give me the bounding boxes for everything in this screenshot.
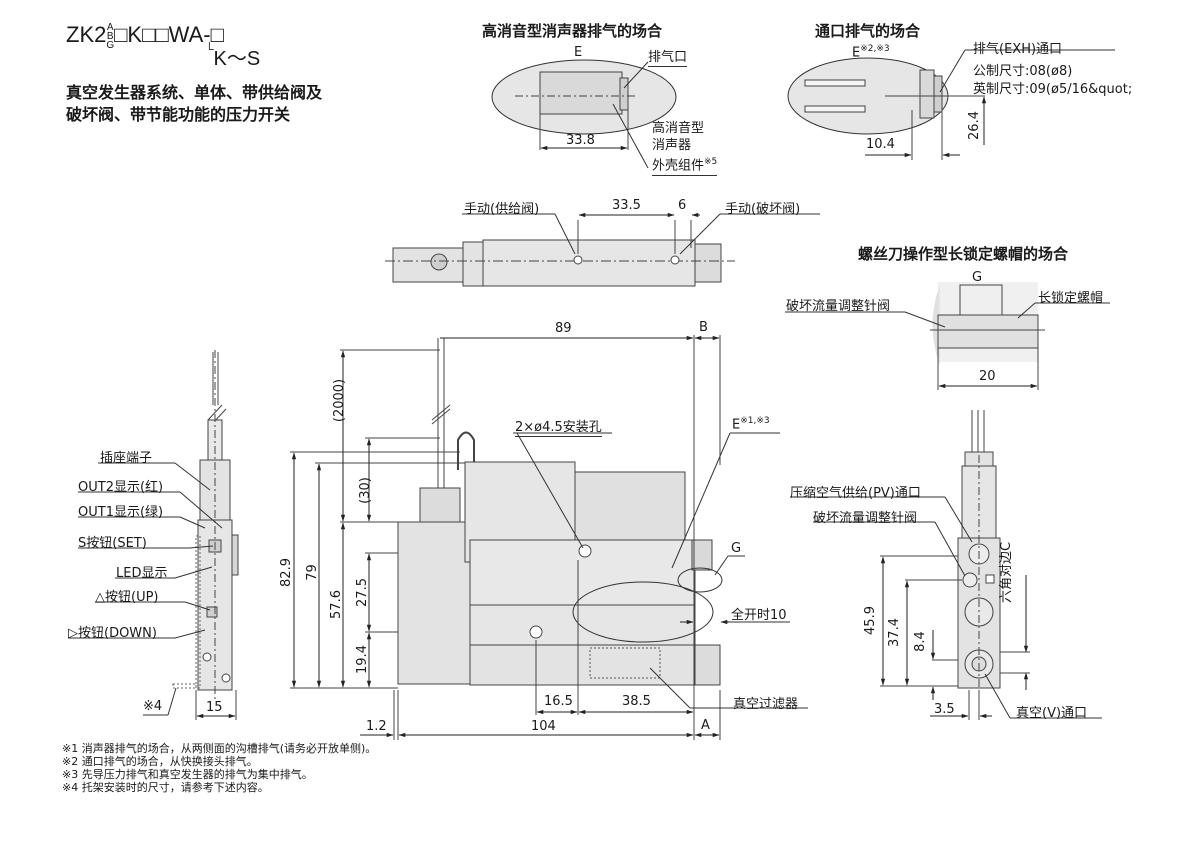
inch-size: 英制尺寸:09(ø5/16&quot;	[973, 82, 1133, 97]
front-view-drawing	[290, 335, 808, 740]
manual-break-label: 手动(破坏阀)	[725, 202, 801, 217]
silencer-view-label: E	[574, 45, 583, 60]
out2-indicator-label: OUT2显示(红)	[78, 480, 164, 495]
dim-57-6: 57.6	[328, 590, 344, 619]
led-display-label: LED显示	[116, 566, 168, 581]
part-label-line-3: 外壳组件	[652, 158, 705, 174]
exh-port-label: 排气(EXH)通口	[973, 42, 1063, 57]
top-dim-33-5: 33.5	[612, 198, 641, 213]
lock-nut-detail-drawing	[785, 282, 1110, 390]
view-e-text: E	[732, 417, 741, 433]
dim-2000: (2000)	[332, 378, 348, 423]
needle-valve-label: 破坏流量调整针阀	[813, 511, 918, 526]
vacuum-filter-label: 真空过滤器	[733, 697, 799, 712]
mount-hole-label: 2×ø4.5安装孔	[515, 416, 602, 437]
port-detail-drawing	[787, 49, 1115, 160]
dim-38-5: 38.5	[622, 694, 651, 709]
dim-8-4: 8.4	[912, 631, 928, 652]
dim-16-5: 16.5	[544, 694, 573, 709]
view-e: E	[852, 45, 861, 61]
dim-27-5: 27.5	[354, 578, 370, 607]
out1-indicator-label: OUT1显示(绿)	[78, 505, 164, 520]
exhaust-port-label: 排气口	[648, 46, 688, 67]
lock-dim: 20	[979, 369, 996, 384]
silencer-heading: 高消音型消声器排气的场合	[482, 22, 663, 40]
end-view-drawing	[790, 410, 1102, 720]
full-open-label: 全开时10	[731, 608, 787, 623]
variant-a: A	[106, 21, 114, 33]
bracket-note: ※4	[143, 699, 163, 714]
dim-30: (30)	[357, 477, 373, 504]
view-e-note: ※1,※3	[740, 416, 770, 426]
manual-supply-label: 手动(供给阀)	[464, 202, 540, 217]
footnote-4: ※4 托架安装时的尺寸，请参考下述内容。	[62, 781, 269, 794]
silencer-dim: 33.8	[566, 133, 595, 148]
model-suffix-text: K～S	[213, 48, 261, 70]
part-label-line-1: 高消音型	[652, 121, 705, 136]
top-dim-6: 6	[678, 198, 687, 213]
socket-terminal-label: 插座端子	[100, 451, 153, 466]
pv-port-label: 压缩空气供给(PV)通口	[790, 486, 921, 501]
subtitle-line-2: 破坏阀、带节能功能的压力开关	[66, 105, 291, 124]
port-heading: 通口排气的场合	[815, 22, 921, 40]
footnote-3: ※3 先导压力排气和真空发生器的排气为集中排气。	[62, 768, 313, 781]
dim-82-9: 82.9	[278, 558, 294, 587]
model-suffix: └K～S	[205, 42, 260, 71]
view-e-label: E※1,※3	[732, 416, 770, 432]
silencer-detail-drawing	[491, 59, 677, 169]
lock-needle-label: 破坏流量调整针阀	[786, 299, 891, 314]
dim-37-4: 37.4	[886, 618, 902, 647]
dim-a: A	[701, 718, 710, 733]
lock-nut-label: 长锁定螺帽	[1038, 291, 1104, 306]
set-button-label: S按钮(SET)	[78, 536, 147, 551]
top-view-drawing	[385, 212, 820, 287]
dim-79: 79	[304, 564, 320, 581]
lock-nut-heading: 螺丝刀操作型长锁定螺帽的场合	[858, 245, 1069, 263]
part-label-line-2: 消声器	[652, 138, 692, 153]
view-g-label: G	[731, 541, 742, 556]
footnote-2: ※2 通口排气的场合，从快换接头排气。	[62, 755, 258, 768]
silencer-part-label: 高消音型 消声器 外壳组件※5	[652, 120, 718, 177]
footnotes: ※1 消声器排气的场合，从两侧面的沟槽排气(请务必开放单侧)。 ※2 通口排气的…	[62, 742, 376, 794]
variant-b: B	[106, 30, 114, 42]
down-button-label: ▷按钮(DOWN)	[68, 626, 157, 641]
footnote-1: ※1 消声器排气的场合，从两侧面的沟槽排气(请务必开放单侧)。	[62, 742, 377, 755]
dim-104: 104	[531, 719, 556, 734]
lock-view-label: G	[972, 270, 983, 285]
up-button-label: △按钮(UP)	[95, 590, 159, 605]
port-dim-h: 10.4	[866, 137, 895, 152]
vacuum-port-label: 真空(V)通口	[1016, 706, 1088, 721]
dim-3-5: 3.5	[934, 702, 955, 717]
dim-45-9: 45.9	[862, 606, 878, 635]
dim-b: B	[699, 320, 708, 335]
variant-g: G	[106, 39, 115, 51]
part-note: ※5	[704, 157, 718, 167]
side-dim-width: 15	[206, 700, 223, 715]
dim-19-4: 19.4	[354, 645, 370, 674]
bracket-glyph: └	[205, 42, 214, 56]
model-prefix: ZK2	[66, 22, 107, 47]
metric-size: 公制尺寸:08(ø8)	[973, 64, 1073, 79]
side-view-drawing	[68, 350, 239, 720]
dim-89: 89	[555, 321, 572, 336]
model-code-body: □K□□WA-□	[114, 22, 224, 47]
dim-1-2: 1.2	[366, 719, 387, 734]
port-dim-v: 26.4	[966, 111, 982, 140]
hex-across-flats-label: 六角对边C	[999, 541, 1014, 603]
subtitle-line-1: 真空发生器系统、单体、带供给阀及	[66, 83, 323, 102]
port-view-label: E※2,※3	[852, 44, 890, 60]
view-note: ※2,※3	[860, 44, 890, 54]
product-subtitle: 真空发生器系统、单体、带供给阀及 破坏阀、带节能功能的压力开关	[66, 82, 322, 126]
